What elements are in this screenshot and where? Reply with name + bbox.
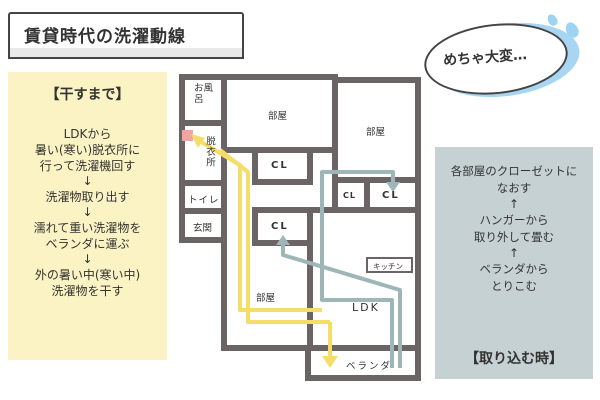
down-arrow-icon: ↓	[82, 174, 93, 188]
hanging-path-arrowheads	[191, 134, 338, 368]
room-label-toilet: トイレ	[188, 195, 220, 206]
room-label-kitchen: キッチン	[373, 262, 403, 271]
step-text: 洗濯物取り出す	[45, 190, 130, 204]
taking-in-steps-heading: 【取り込む時】	[465, 351, 563, 367]
step-text: なおす	[496, 181, 532, 195]
hanging-path	[196, 138, 332, 362]
walls	[179, 74, 421, 381]
page-title: 賃貸時代の洗濯動線	[24, 27, 186, 47]
closet-label: CL	[382, 190, 400, 201]
step-text: 行って洗濯機回す	[39, 159, 136, 173]
room-label-room-right: 部屋	[366, 127, 386, 138]
step-text: 各部屋のクローゼットに	[450, 164, 578, 178]
step-text: LDKから	[63, 127, 112, 141]
closet-label: CL	[271, 160, 289, 171]
step-text: ベランダから	[479, 262, 549, 276]
room-label-dressing: 脱衣所	[204, 136, 215, 168]
hanging-steps-list: LDKから 暑い(寒い)脱衣所に 行って洗濯機回す ↓ 洗濯物取り出す ↓ 濡れ…	[8, 126, 167, 299]
step-text: 洗濯物を干す	[51, 284, 124, 298]
step-text: ベランダに運ぶ	[45, 237, 130, 251]
hanging-steps-panel: 【干すまで】 LDKから 暑い(寒い)脱衣所に 行って洗濯機回す ↓ 洗濯物取り…	[8, 72, 167, 360]
step-text: ハンガーから	[479, 213, 549, 227]
title-banner: 賃貸時代の洗濯動線	[8, 12, 244, 59]
step-text: とりこむ	[491, 279, 537, 293]
taking-in-path-arrowheads	[276, 182, 400, 245]
room-label-room-bottom: 部屋	[256, 293, 276, 304]
washing-machine-marker	[182, 130, 193, 141]
room-label-room-top: 部屋	[268, 111, 288, 122]
up-arrow-icon: ↑	[508, 246, 520, 260]
room-label-veranda: ベランダ	[346, 361, 393, 372]
room-label-ldk: LDK	[352, 301, 380, 314]
room-label-entrance: 玄関	[193, 223, 213, 234]
down-arrow-icon: ↓	[82, 205, 93, 219]
closet-label: CL	[343, 191, 356, 200]
step-text: 取り外して畳む	[473, 230, 555, 244]
up-arrow-icon: ↑	[508, 197, 520, 211]
taking-in-path	[281, 170, 402, 368]
step-text: 濡れて重い洗濯物を	[33, 221, 142, 235]
step-text: 暑い(寒い)脱衣所に	[34, 143, 141, 157]
kitchen-counter	[366, 257, 413, 273]
hanging-steps-heading: 【干すまで】	[45, 87, 130, 103]
taking-in-steps-list: 各部屋のクローゼットに なおす ↑ ハンガーから 取り外して畳む ↑ ベランダか…	[435, 163, 593, 295]
room-label-bath: お風呂	[194, 83, 214, 105]
down-arrow-icon: ↓	[82, 252, 93, 266]
step-text: 外の暑い中(寒い中)	[34, 268, 141, 282]
closet-label: CL	[271, 221, 289, 232]
taking-in-steps-panel: 各部屋のクローゼットに なおす ↑ ハンガーから 取り外して畳む ↑ ベランダか…	[435, 147, 593, 379]
